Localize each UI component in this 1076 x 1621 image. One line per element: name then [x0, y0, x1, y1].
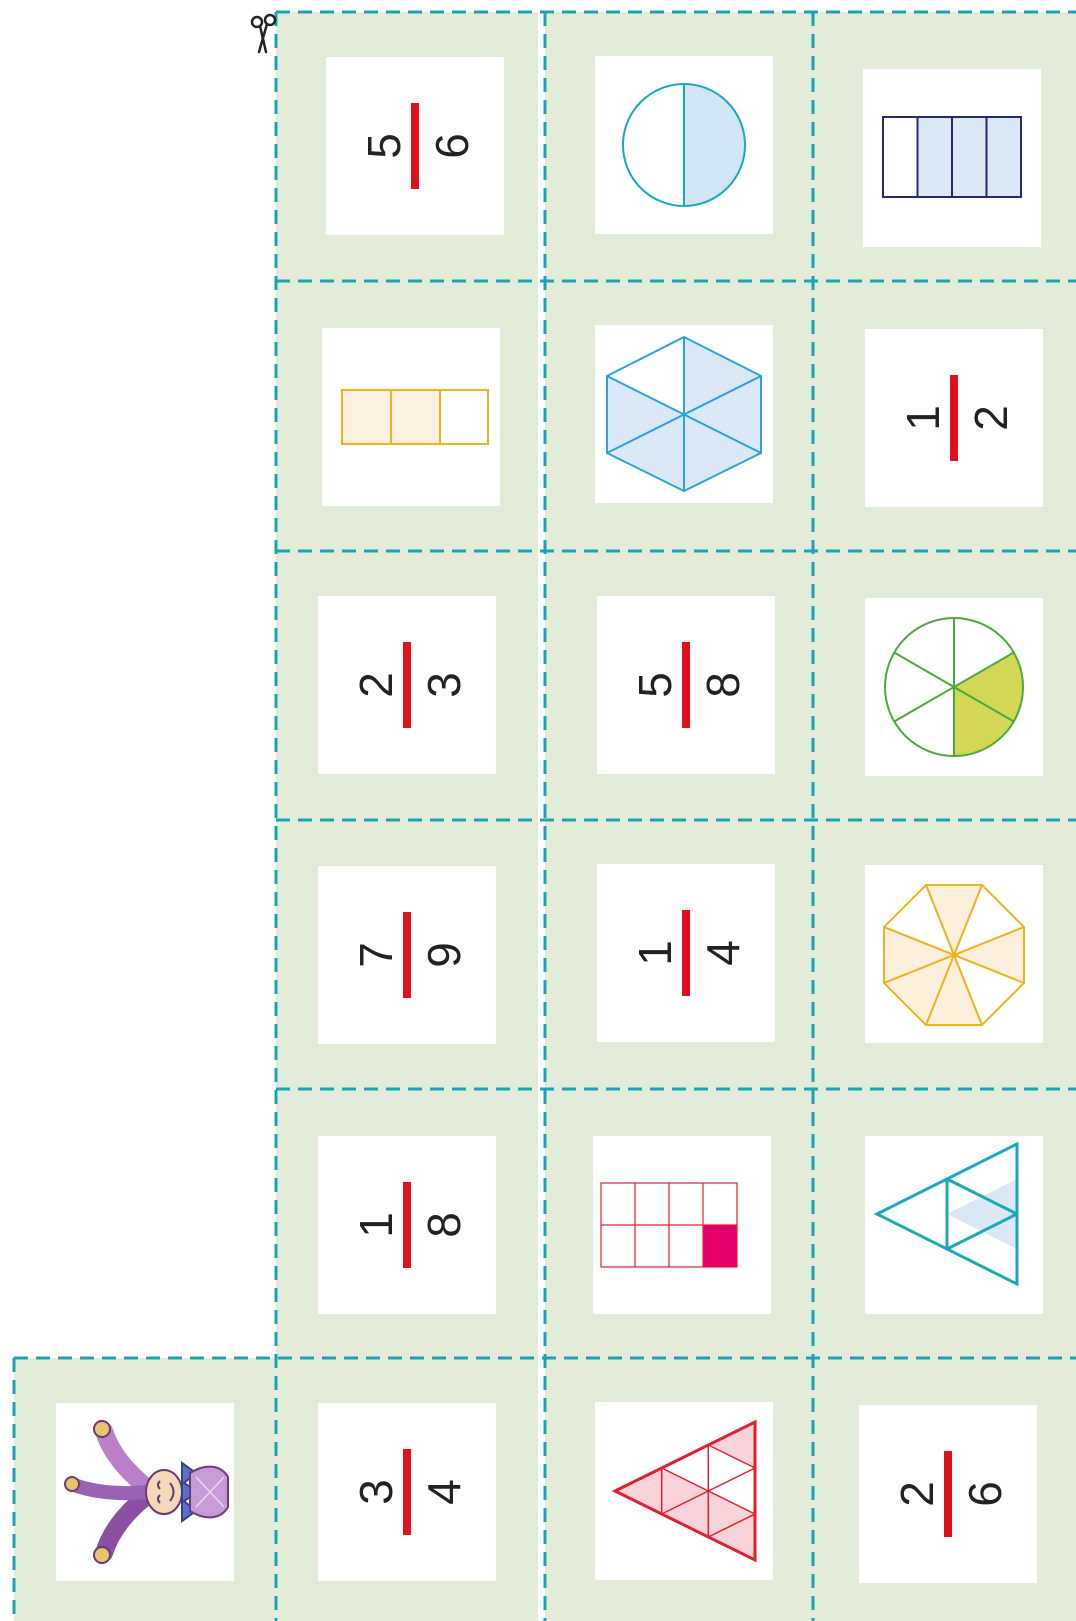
scissors-icon [246, 12, 280, 56]
